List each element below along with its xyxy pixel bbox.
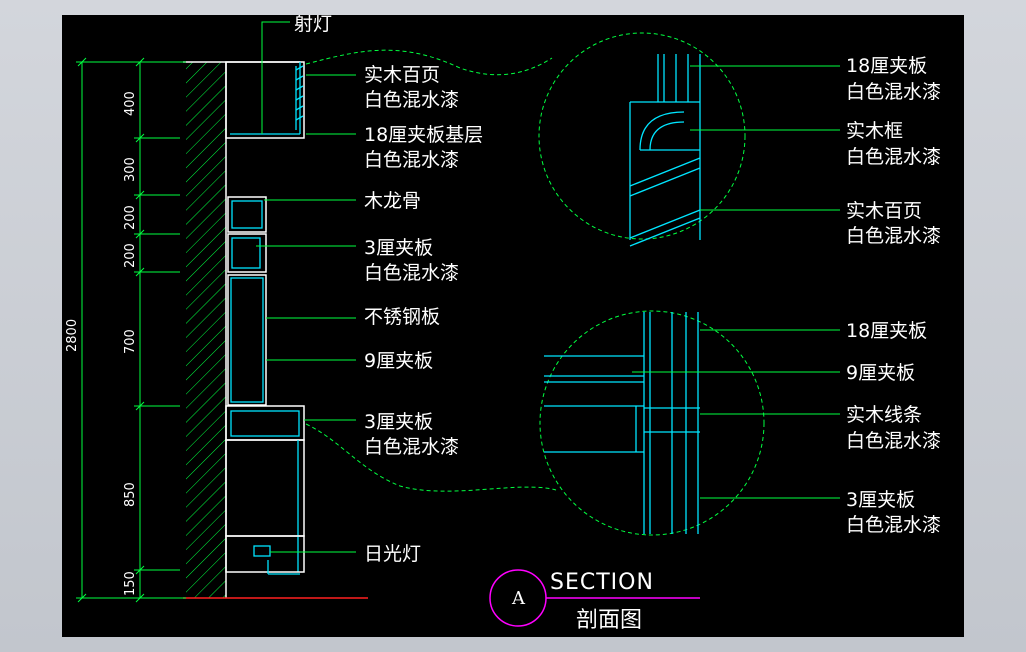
drawing-canvas: 2800 400 300 200 200 700 850 150 射灯 实木百页… — [62, 15, 964, 637]
section-drawing: 2800 400 300 200 200 700 850 150 射灯 实木百页… — [65, 15, 941, 633]
section-subtitle: 剖面图 — [576, 608, 642, 633]
dim-segment: 850 — [123, 482, 138, 507]
upper-cabinet — [225, 61, 305, 139]
right-label: 18厘夹板 — [846, 320, 927, 342]
top-label: 射灯 — [294, 15, 332, 35]
right-leaders — [632, 65, 840, 499]
right-label: 3厘夹板 — [846, 489, 915, 511]
left-label: 白色混水漆 — [364, 89, 459, 111]
right-label: 白色混水漆 — [846, 514, 941, 536]
left-label: 日光灯 — [364, 543, 421, 565]
dim-total: 2800 — [65, 319, 80, 352]
lower-cabinet — [225, 405, 305, 575]
dimension-lines — [76, 57, 186, 603]
left-label: 白色混水漆 — [364, 149, 459, 171]
left-label: 白色混水漆 — [364, 436, 459, 458]
dim-segment: 300 — [123, 157, 138, 182]
dim-segment: 700 — [123, 329, 138, 354]
left-label: 木龙骨 — [364, 190, 421, 212]
section-marker-letter: A — [511, 588, 526, 609]
middle-cabinet — [227, 196, 267, 406]
left-label: 3厘夹板 — [364, 237, 433, 259]
section-title: SECTION — [550, 570, 654, 595]
right-label: 白色混水漆 — [846, 225, 941, 247]
dim-segment: 200 — [123, 205, 138, 230]
left-label: 3厘夹板 — [364, 411, 433, 433]
wall-hatch — [186, 62, 226, 598]
section-title-block — [489, 569, 700, 627]
right-label: 白色混水漆 — [846, 81, 941, 103]
right-label: 实木框 — [846, 120, 903, 142]
callout-curve-top — [305, 49, 553, 76]
detail-circle-top — [538, 32, 746, 247]
right-label: 9厘夹板 — [846, 362, 915, 384]
right-label: 实木线条 — [846, 404, 922, 426]
left-label: 18厘夹板基层 — [364, 124, 483, 146]
right-label: 实木百页 — [846, 200, 922, 222]
right-label: 白色混水漆 — [846, 146, 941, 168]
left-label: 不锈钢板 — [364, 306, 440, 328]
dim-segment: 200 — [123, 243, 138, 268]
dim-segment: 150 — [123, 571, 138, 596]
left-label: 9厘夹板 — [364, 350, 433, 372]
callout-curve-bottom — [305, 423, 557, 492]
right-label: 18厘夹板 — [846, 55, 927, 77]
left-leaders — [256, 21, 356, 553]
dim-segment: 400 — [123, 91, 138, 116]
right-label: 白色混水漆 — [846, 430, 941, 452]
detail-circle-bottom — [539, 310, 765, 536]
left-label: 实木百页 — [364, 64, 440, 86]
left-label: 白色混水漆 — [364, 262, 459, 284]
